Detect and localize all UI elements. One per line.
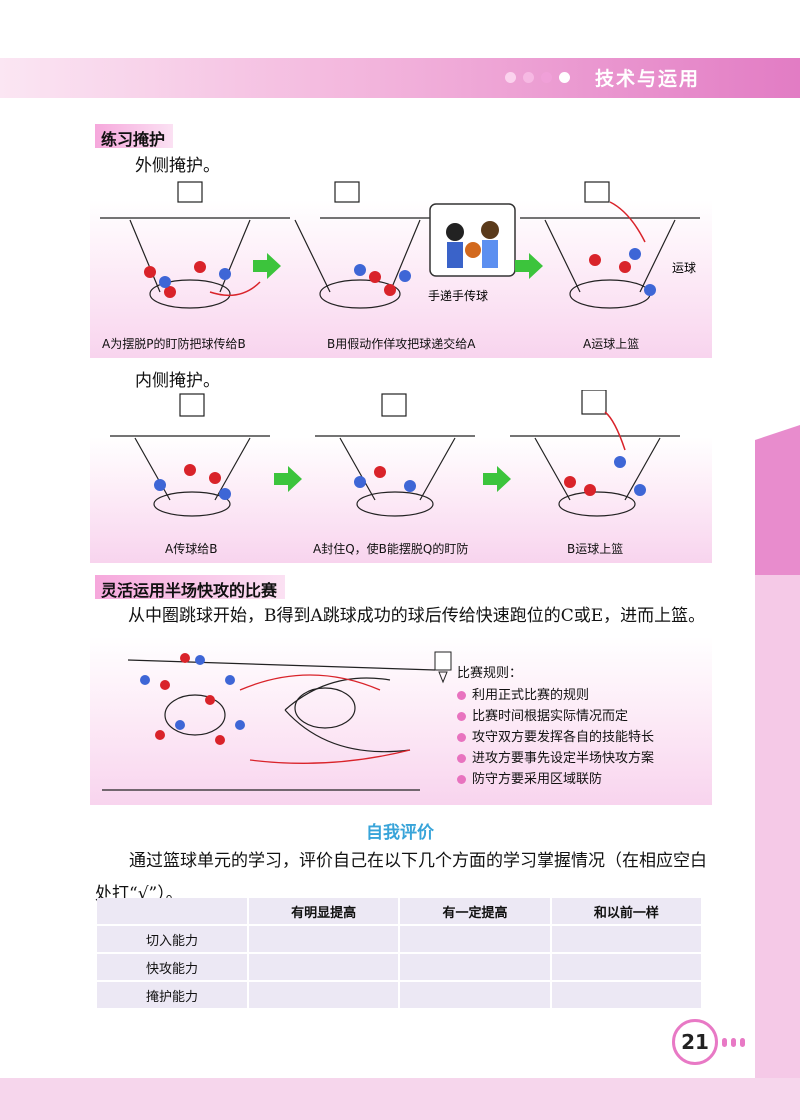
- handoff-label: 手递手传球: [428, 288, 488, 303]
- inside-screen-panel: [90, 437, 712, 563]
- page-dots: [722, 1038, 745, 1047]
- check-cell[interactable]: [249, 954, 399, 980]
- green-arrow-icon: [483, 466, 511, 492]
- bullet-icon: [457, 733, 466, 742]
- table-header-cell: [97, 898, 247, 924]
- header-dots: [505, 72, 570, 83]
- chapter-title: 技术与运用: [594, 68, 700, 90]
- rule-item: 攻守双方要发挥各自的技能特长: [457, 727, 727, 748]
- fastbreak-diagram: [102, 653, 436, 791]
- rule-item: 进攻方要事先设定半场快攻方案: [457, 748, 727, 769]
- table-row: 掩护能力: [97, 982, 701, 1008]
- evaluation-table: 有明显提高 有一定提高 和以前一样 切入能力 快攻能力 掩护能力: [95, 896, 703, 1010]
- outside-caption-1: A为摆脱P的盯防把球传给B: [102, 337, 246, 351]
- table-header-cell: 有一定提高: [400, 898, 550, 924]
- rule-item: 利用正式比赛的规则: [457, 685, 727, 706]
- basket-icon: [434, 651, 452, 684]
- check-cell[interactable]: [400, 982, 550, 1008]
- table-row: 切入能力: [97, 926, 701, 952]
- outside-screen-subtitle: 外侧掩护。: [135, 156, 220, 176]
- bullet-icon: [457, 754, 466, 763]
- outside-screen-diagram: 手递手传球 运球: [100, 181, 700, 309]
- bullet-icon: [457, 691, 466, 700]
- bullet-icon: [457, 712, 466, 721]
- rule-item: 比赛时间根据实际情况而定: [457, 706, 727, 727]
- page-number-badge: 21: [672, 1019, 718, 1065]
- rules-box: 比赛规则： 利用正式比赛的规则 比赛时间根据实际情况而定 攻守双方要发挥各自的技…: [457, 662, 727, 790]
- inside-screen-diagram: [110, 390, 680, 517]
- check-cell[interactable]: [551, 982, 701, 1008]
- inside-caption-2: A封住Q，使B能摆脱Q的盯防: [313, 542, 469, 556]
- inside-screen-subtitle: 内侧掩护。: [135, 371, 220, 391]
- bottom-band: [0, 1078, 800, 1120]
- rules-title: 比赛规则：: [457, 666, 523, 681]
- check-cell[interactable]: [551, 926, 701, 952]
- dribble-label: 运球: [672, 261, 696, 275]
- header-band: [0, 58, 800, 98]
- bullet-icon: [457, 775, 466, 784]
- outside-caption-3: A运球上篮: [583, 337, 640, 351]
- green-arrow-icon: [515, 253, 543, 279]
- evaluation-title: 自我评价: [366, 823, 434, 843]
- side-band: [755, 575, 800, 1120]
- check-cell[interactable]: [249, 982, 399, 1008]
- inside-caption-1: A传球给B: [165, 542, 218, 556]
- page-number: 21: [672, 1019, 718, 1065]
- table-header-row: 有明显提高 有一定提高 和以前一样: [97, 898, 701, 924]
- green-arrow-icon: [253, 253, 281, 279]
- check-cell[interactable]: [249, 926, 399, 952]
- table-header-cell: 和以前一样: [551, 898, 701, 924]
- check-cell[interactable]: [400, 926, 550, 952]
- inside-caption-3: B运球上篮: [567, 542, 624, 556]
- table-row: 快攻能力: [97, 954, 701, 980]
- fastbreak-panel: [90, 637, 712, 805]
- side-tab: [755, 425, 800, 575]
- green-arrow-icon: [274, 466, 302, 492]
- section-fastbreak-title: 灵活运用半场快攻的比赛: [95, 575, 286, 600]
- table-header-cell: 有明显提高: [249, 898, 399, 924]
- check-cell[interactable]: [551, 954, 701, 980]
- fastbreak-description: 从中圈跳球开始，B得到A跳球成功的球后传给快速跑位的C或E，进而上篮。: [128, 606, 706, 626]
- check-cell[interactable]: [400, 954, 550, 980]
- row-label: 切入能力: [97, 926, 247, 952]
- rule-item: 防守方要采用区域联防: [457, 769, 727, 790]
- row-label: 掩护能力: [97, 982, 247, 1008]
- section-screen-title: 练习掩护: [95, 124, 174, 149]
- row-label: 快攻能力: [97, 954, 247, 980]
- outside-caption-2: B用假动作佯攻把球递交给A: [327, 337, 476, 351]
